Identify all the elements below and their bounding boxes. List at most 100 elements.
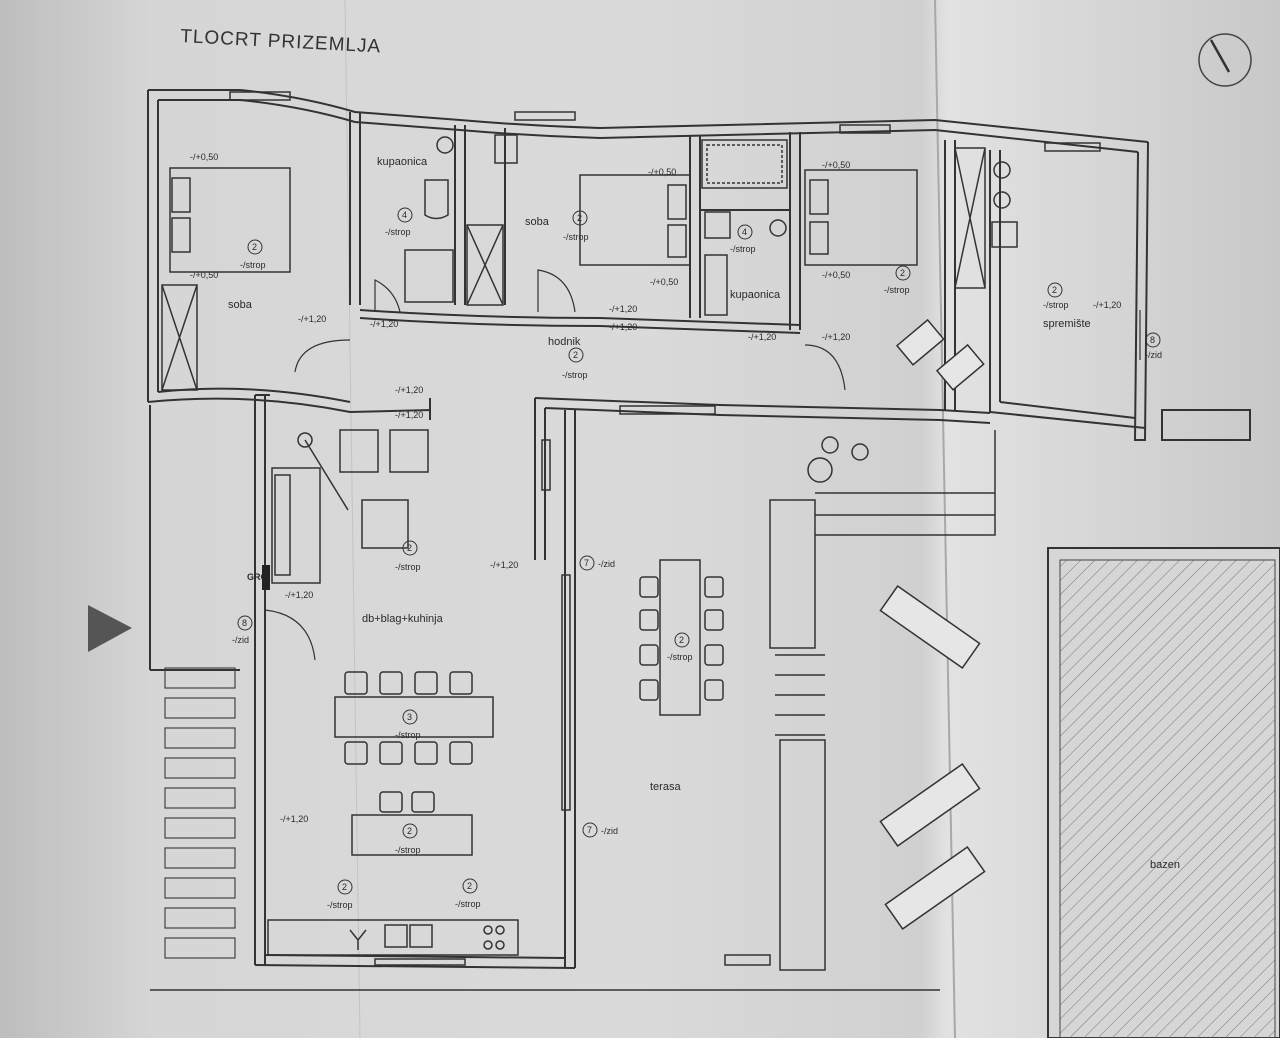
light-marker-kitchen-right: 2 -/strop [455, 878, 481, 909]
switch-label: -/+0,50 [190, 152, 218, 162]
living-windows [374, 439, 571, 966]
svg-text:4: 4 [742, 227, 747, 237]
svg-text:7: 7 [587, 825, 592, 835]
svg-text:-/strop: -/strop [385, 227, 411, 237]
switch-label: -/+0,50 [650, 277, 678, 287]
switch-label: -/+0,50 [822, 270, 850, 280]
svg-text:2: 2 [679, 635, 684, 645]
svg-text:2: 2 [900, 268, 905, 278]
svg-text:-/zid: -/zid [232, 635, 249, 645]
svg-text:2: 2 [467, 881, 472, 891]
svg-text:-/strop: -/strop [667, 652, 693, 662]
room-label-kupaonica-2: kupaonica [730, 289, 781, 301]
switch-label: -/+0,50 [822, 160, 850, 170]
svg-text:2: 2 [252, 242, 257, 252]
light-marker-soba-left: 2 -/strop [240, 239, 266, 270]
room-label-soba-mid: soba [525, 216, 550, 228]
switch-label: -/+1,20 [609, 304, 637, 314]
svg-text:7: 7 [584, 558, 589, 568]
room-label-bazen: bazen [1150, 859, 1180, 871]
svg-text:2: 2 [573, 350, 578, 360]
svg-text:-/zid: -/zid [598, 559, 615, 569]
light-marker-kupaonica-1: 4 -/strop [385, 207, 413, 237]
gro-label: GRO [247, 572, 268, 582]
bathroom-fixtures [404, 134, 1018, 316]
doors [264, 269, 1141, 661]
switch-label: -/+1,20 [490, 560, 518, 570]
svg-text:2: 2 [342, 882, 347, 892]
light-marker-dining: 3 -/strop [395, 709, 421, 740]
light-marker-entry: 8 -/zid [232, 615, 253, 645]
svg-text:-/strop: -/strop [563, 232, 589, 242]
room-label-soba-left: soba [228, 299, 253, 311]
svg-text:-/strop: -/strop [1043, 300, 1069, 310]
light-marker-soba-mid: 2 -/strop [563, 210, 589, 242]
svg-text:-/strop: -/strop [395, 730, 421, 740]
svg-text:-/strop: -/strop [395, 562, 421, 572]
terrace-elements [150, 430, 996, 991]
svg-text:8: 8 [242, 618, 247, 628]
svg-text:-/strop: -/strop [884, 285, 910, 295]
paper-crease [344, 0, 361, 1038]
switch-label: -/+1,20 [395, 385, 423, 395]
living-furniture [271, 429, 429, 584]
light-marker-terrace-wall-bottom: 7 -/zid [582, 822, 618, 838]
sun-loungers [879, 318, 986, 931]
room-label-kupaonica-1: kupaonica [377, 156, 428, 168]
dining-table [334, 671, 494, 856]
svg-text:-/zid: -/zid [601, 826, 618, 836]
light-marker-terrace-table: 2 -/strop [667, 632, 693, 662]
svg-text:-/strop: -/strop [562, 370, 588, 380]
room-label-dnevni: db+blag+kuhinja [362, 613, 444, 625]
light-marker-hodnik: 2 -/strop [562, 347, 588, 380]
switch-label: -/+1,20 [370, 319, 398, 329]
light-marker-kitchen-left: 2 -/strop [327, 879, 353, 910]
svg-text:4: 4 [402, 210, 407, 220]
svg-text:-/strop: -/strop [395, 845, 421, 855]
room-label-terasa: terasa [650, 781, 681, 793]
windows-north [229, 91, 1101, 415]
switch-label: -/+0,50 [648, 167, 676, 177]
light-marker-soba-right: 2 -/strop [884, 265, 911, 295]
svg-text:-/strop: -/strop [327, 900, 353, 910]
entrance-arrow-icon [88, 605, 132, 652]
svg-text:-/strop: -/strop [730, 244, 756, 254]
wardrobes [161, 147, 986, 391]
svg-text:-/strop: -/strop [240, 260, 266, 270]
ceiling-light-markers: 2 -/strop 4 -/strop 2 -/strop 4 -/strop … [232, 207, 1162, 910]
svg-text:2: 2 [407, 543, 412, 553]
exterior-walls [147, 89, 1251, 441]
svg-text:2: 2 [407, 826, 412, 836]
light-marker-spremiste: 2 -/strop [1043, 282, 1069, 310]
svg-text:2: 2 [1052, 285, 1057, 295]
entry-stepping-stones [164, 667, 236, 959]
svg-text:8: 8 [1150, 335, 1155, 345]
pool [1047, 547, 1280, 1038]
light-marker-kupaonica-2: 4 -/strop [730, 224, 756, 254]
light-marker-living: 2 -/strop [395, 540, 421, 572]
svg-text:3: 3 [407, 712, 412, 722]
light-marker-terrace-wall-top: 7 -/zid [579, 555, 615, 571]
light-marker-island: 2 -/strop [395, 823, 421, 855]
switch-label: -/+1,20 [1093, 300, 1121, 310]
svg-text:-/zid: -/zid [1145, 350, 1162, 360]
kitchen-counter [267, 919, 519, 956]
switch-label: -/+1,20 [748, 332, 776, 342]
svg-text:2: 2 [577, 213, 582, 223]
switch-label: -/+1,20 [822, 332, 850, 342]
electrical-panel [262, 565, 270, 590]
light-marker-spremiste-wall: 8 -/zid [1145, 332, 1162, 360]
switch-label: -/+1,20 [280, 814, 308, 824]
switch-markers: -/+0,50 -/+0,50 -/+1,20 -/+1,20 -/+0,50 … [190, 152, 1121, 824]
north-arrow-icon [1198, 33, 1252, 87]
room-label-spremiste: spremište [1043, 318, 1091, 330]
room-label-hodnik: hodnik [548, 336, 581, 348]
beds [169, 167, 918, 273]
switch-label: -/+1,20 [298, 314, 326, 324]
svg-text:-/strop: -/strop [455, 899, 481, 909]
switch-label: -/+1,20 [395, 410, 423, 420]
switch-label: -/+1,20 [609, 322, 637, 332]
switch-label: -/+1,20 [285, 590, 313, 600]
